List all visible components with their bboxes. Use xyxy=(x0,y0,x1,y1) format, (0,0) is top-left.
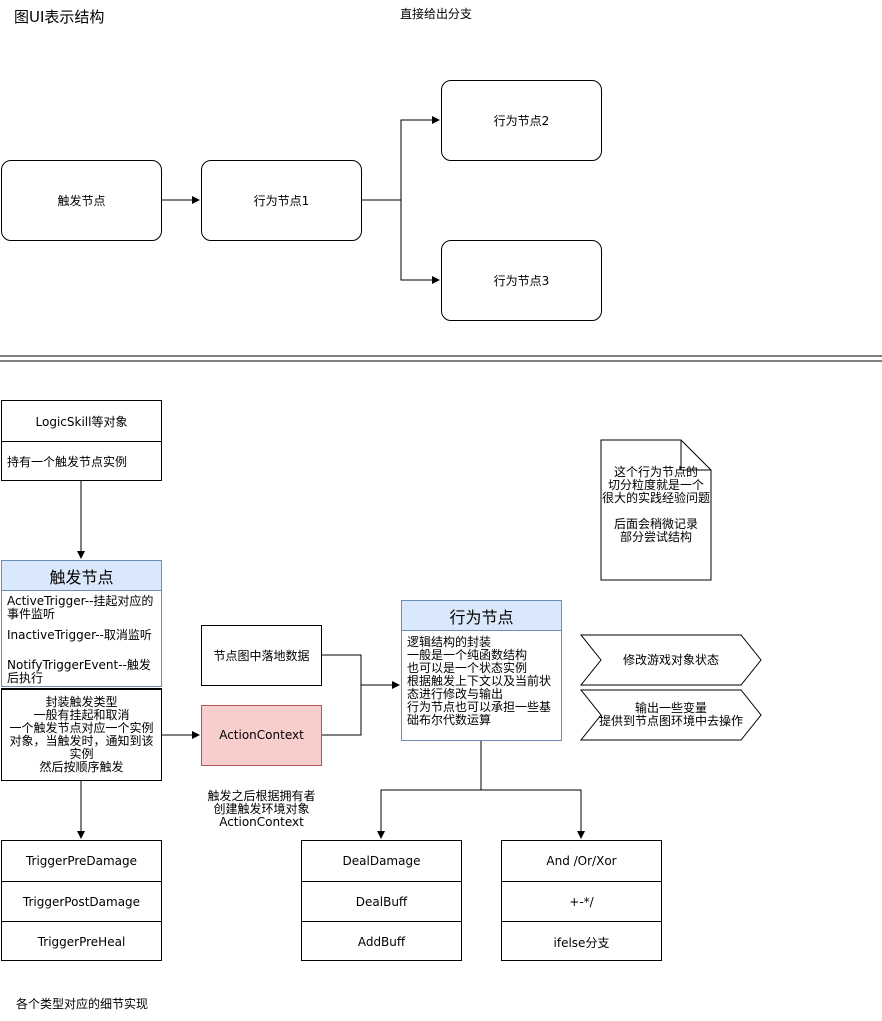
step-arrow-modify-label: 修改游戏对象状态 xyxy=(622,652,719,667)
context-note-line-1: 触发之后根据拥有者 xyxy=(207,789,316,803)
action-context-label: ActionContext xyxy=(219,728,304,742)
top-action-node-2[interactable]: 行为节点2 xyxy=(441,80,602,161)
logic-list-item-ifelse[interactable]: ifelse分支 xyxy=(502,921,661,962)
doc-note-line-6: 部分尝试结构 xyxy=(619,530,692,544)
trigger-list-table[interactable]: TriggerPreDamage TriggerPostDamage Trigg… xyxy=(1,840,162,961)
edge-action-to-logic xyxy=(481,789,585,839)
damage-list-table[interactable]: DealDamage DealBuff AddBuff xyxy=(301,840,462,961)
trigger-list-item-pre-heal[interactable]: TriggerPreHeal xyxy=(2,921,161,962)
footer-note: 各个类型对应的细节实现 xyxy=(16,997,149,1011)
context-note-line-3: ActionContext xyxy=(219,815,304,829)
damage-list-item-deal-damage[interactable]: DealDamage xyxy=(342,854,421,868)
step-arrow-output-line-2: 提供到节点图环境中去操作 xyxy=(598,714,743,728)
context-note-line-2: 创建触发环境对象 xyxy=(213,802,310,816)
trigger-node-title: 触发节点 xyxy=(2,561,161,591)
context-note: 触发之后根据拥有者 创建触发环境对象 ActionContext xyxy=(190,790,333,829)
action-node-line-1: 逻辑结构的封装 xyxy=(407,635,492,649)
trigger-list-item-pre-damage[interactable]: TriggerPreDamage xyxy=(25,854,138,868)
trigger-item-notify[interactable]: NotifyTriggerEvent--触发后执行 xyxy=(7,658,151,685)
top-trigger-node[interactable]: 触发节点 xyxy=(1,160,162,241)
edge-graphdata-to-action xyxy=(321,654,400,689)
step-arrow-output-line-1: 输出一些变量 xyxy=(634,701,707,715)
top-subtitle: 直接给出分支 xyxy=(400,7,473,21)
graph-data-box[interactable]: 节点图中落地数据 xyxy=(201,625,322,686)
logic-list-item-arithmetic[interactable]: +-*/ xyxy=(502,881,661,921)
top-action-node-2-label: 行为节点2 xyxy=(493,114,550,128)
action-node-line-5: 行为节点也可以承担一些基础布尔代数运算 xyxy=(407,700,552,727)
trigger-item-active[interactable]: ActiveTrigger--挂起对应的事件监听 xyxy=(7,594,154,621)
action-node-box[interactable]: 行为节点 逻辑结构的封装 一般是一个纯函数结构 也可以是一个状态实例 根据触发上… xyxy=(401,600,562,741)
doc-note-line-5: 后面会稍微记录 xyxy=(613,517,698,531)
logic-skill-title: LogicSkill等对象 xyxy=(35,414,128,429)
logic-skill-box[interactable]: LogicSkill等对象 持有一个触发节点实例 xyxy=(1,400,162,481)
top-trigger-node-label: 触发节点 xyxy=(57,194,106,208)
graph-data-label: 节点图中落地数据 xyxy=(213,649,310,663)
logic-list-item-boolean[interactable]: And /Or/Xor xyxy=(546,854,617,868)
logic-list-table[interactable]: And /Or/Xor +-*/ ifelse分支 xyxy=(501,840,662,961)
edge-action-to-damage xyxy=(377,740,482,839)
top-action-node-3-label: 行为节点3 xyxy=(493,274,550,288)
doc-note-line-1: 这个行为节点的 xyxy=(613,465,698,479)
damage-list-item-deal-buff[interactable]: DealBuff xyxy=(302,881,461,921)
doc-note-line-3: 很大的实践经验问题 xyxy=(601,491,710,505)
top-action-node-3[interactable]: 行为节点3 xyxy=(441,240,602,321)
trigger-item-inactive[interactable]: InactiveTrigger--取消监听 xyxy=(7,628,152,642)
action-node-line-4: 根据触发上下文以及当前状态进行修改与输出 xyxy=(407,674,552,701)
edge-action1-to-action2 xyxy=(361,116,440,201)
logic-skill-row: 持有一个触发节点实例 xyxy=(2,441,161,481)
trigger-list-item-post-damage[interactable]: TriggerPostDamage xyxy=(2,881,161,921)
page-title: 图UI表示结构 xyxy=(14,8,105,26)
action-context-box[interactable]: ActionContext xyxy=(201,705,322,766)
action-node-line-2: 一般是一个纯函数结构 xyxy=(407,648,528,662)
top-action-node-1-label: 行为节点1 xyxy=(253,194,310,208)
damage-list-item-add-buff[interactable]: AddBuff xyxy=(302,921,461,962)
doc-note-line-2: 切分粒度就是一个 xyxy=(607,478,704,492)
trigger-type-line-4: 然后按顺序触发 xyxy=(39,760,124,774)
trigger-type-line-2: 一般有挂起和取消 xyxy=(33,708,130,722)
action-node-line-3: 也可以是一个状态实例 xyxy=(407,661,528,675)
trigger-type-line-1: 封装触发类型 xyxy=(45,695,118,709)
trigger-node-box[interactable]: 触发节点 ActiveTrigger--挂起对应的事件监听 InactiveTr… xyxy=(1,560,162,687)
action-node-title: 行为节点 xyxy=(402,601,561,631)
trigger-type-line-3: 一个触发节点对应一个实例对象，当触发时，通知到该实例 xyxy=(9,721,154,761)
edge-action1-to-action3 xyxy=(361,199,440,284)
doc-note[interactable]: 这个行为节点的 切分粒度就是一个 很大的实践经验问题 后面会稍微记录 部分尝试结… xyxy=(601,466,711,544)
top-action-node-1[interactable]: 行为节点1 xyxy=(201,160,362,241)
edge-context-to-action xyxy=(321,685,362,736)
step-arrow-modify[interactable]: 修改游戏对象状态 xyxy=(601,635,741,685)
trigger-type-box[interactable]: 封装触发类型 一般有挂起和取消 一个触发节点对应一个实例对象，当触发时，通知到该… xyxy=(1,688,162,781)
step-arrow-output[interactable]: 输出一些变量 提供到节点图环境中去操作 xyxy=(591,690,751,740)
